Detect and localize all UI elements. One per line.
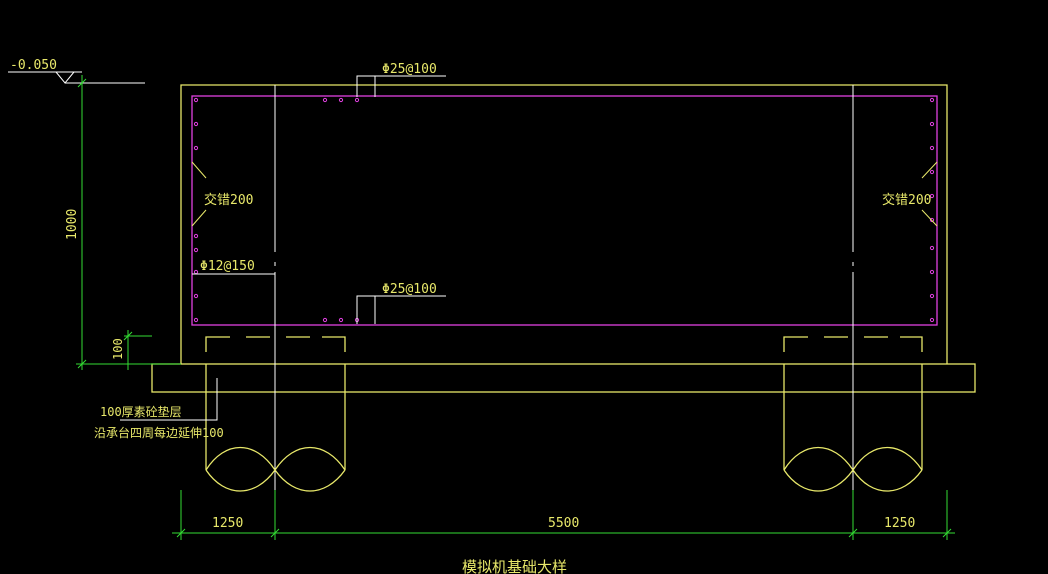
rebar-cage [191, 95, 938, 326]
drawing-title: 模拟机基础大样 [462, 558, 567, 574]
cushion-note-line2: 沿承台四周每边延伸100 [94, 425, 224, 440]
pile-embedment-dashed [205, 336, 923, 352]
lap-left-label: 交错200 [204, 192, 253, 208]
cushion-leader [120, 378, 218, 421]
dim-right-label: 1250 [884, 516, 915, 531]
rebar-side-label: Φ12@150 [200, 259, 255, 274]
rebar-bottom-label: Φ25@100 [382, 282, 437, 297]
right-pile [783, 364, 923, 492]
level-symbol [8, 71, 145, 84]
cushion-note-line1: 100厚素砼垫层 [100, 404, 182, 419]
dim-height-label: 1000 [65, 209, 80, 240]
dim-middle-label: 5500 [548, 516, 579, 531]
level-mark: -0.050 [10, 58, 57, 73]
dimension-lines [76, 75, 955, 540]
leader-lines [192, 75, 446, 324]
dim-cushion-label: 100 [111, 338, 125, 360]
lap-right-label: 交错200 [882, 192, 931, 208]
lap-splice-marks [191, 161, 938, 227]
left-pile [205, 364, 346, 492]
rebar-top-label: Φ25@100 [382, 62, 437, 77]
pile-centerlines [274, 85, 854, 490]
dim-left-label: 1250 [212, 516, 243, 531]
pile-cap-outline [151, 84, 976, 393]
